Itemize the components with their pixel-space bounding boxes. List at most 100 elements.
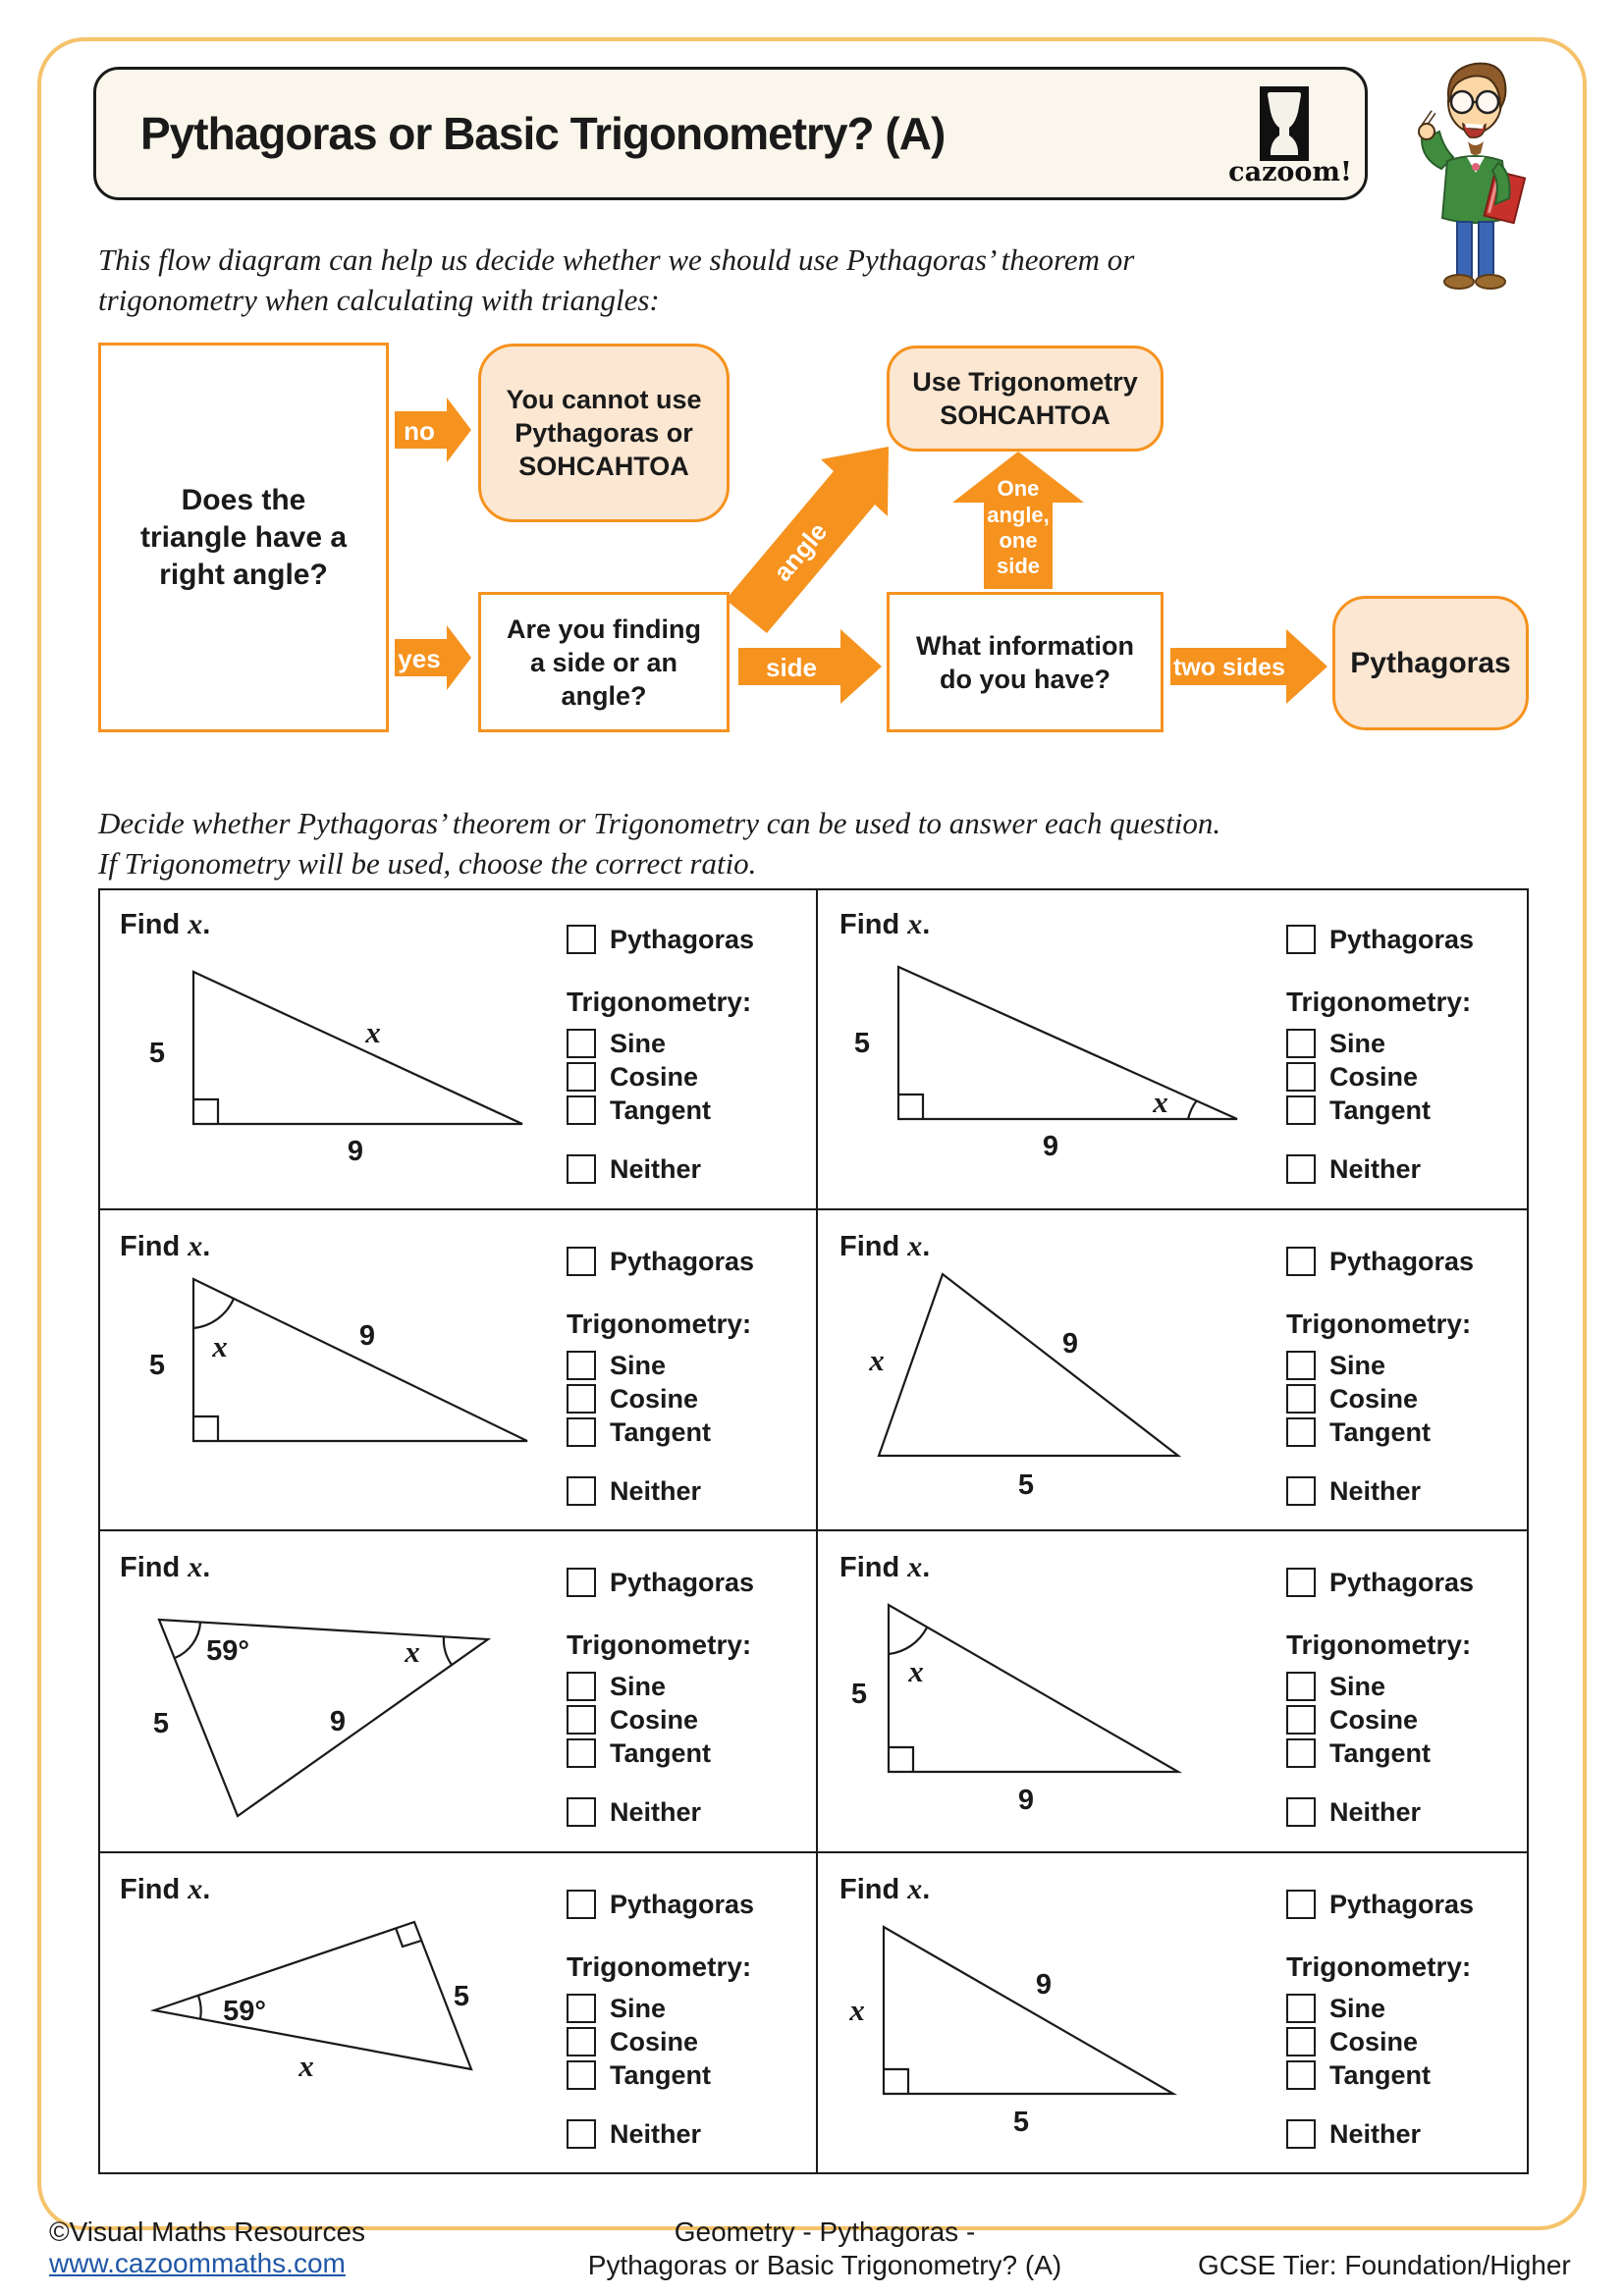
cosine-checkbox[interactable]: [567, 1705, 596, 1735]
option-cosine: Cosine: [1286, 2027, 1542, 2056]
flow-box-use-trigonometry: Use Trigonometry SOHCAHTOA: [887, 346, 1164, 452]
footer-link-wrap: www.cazoommaths.com: [49, 2248, 346, 2279]
question-grid: [98, 888, 1529, 2174]
pythagoras-checkbox[interactable]: [1286, 925, 1316, 954]
one-angle-line1: One: [998, 476, 1040, 501]
sine-checkbox[interactable]: [567, 1994, 596, 2023]
trigonometry-header: Trigonometry:: [1286, 1951, 1472, 1982]
cosine-checkbox[interactable]: [1286, 1062, 1316, 1092]
sine-checkbox[interactable]: [1286, 1029, 1316, 1058]
option-pythagoras: Pythagoras: [1286, 925, 1542, 954]
option-cosine: Cosine: [567, 2027, 822, 2056]
svg-text:9: 9: [1036, 1969, 1052, 2001]
angle-arrow: [726, 447, 889, 633]
sine-checkbox[interactable]: [567, 1029, 596, 1058]
title-box: Pythagoras or Basic Trigonometry? (A): [93, 67, 1368, 200]
side-arrow-label: side: [766, 653, 817, 682]
cosine-checkbox[interactable]: [1286, 1384, 1316, 1414]
svg-text:x: x: [1152, 1085, 1168, 1119]
pythagoras-checkbox[interactable]: [1286, 1890, 1316, 1919]
svg-text:x: x: [868, 1343, 885, 1377]
svg-text:9: 9: [1062, 1328, 1078, 1360]
q8-options: Pythagoras Trigonometry: Sine Cosine Tan…: [1286, 1890, 1542, 2154]
q4-find-label: Find x.: [839, 1230, 931, 1262]
angle-arc: [192, 1298, 236, 1330]
pythagoras-checkbox[interactable]: [1286, 1568, 1316, 1597]
neither-checkbox[interactable]: [567, 1154, 596, 1184]
cazoommaths-link[interactable]: www.cazoommaths.com: [49, 2248, 346, 2278]
q7-triangle: 59° 5 x: [149, 1920, 473, 2083]
cosine-checkbox[interactable]: [1286, 1705, 1316, 1735]
right-angle-marker: [898, 1093, 925, 1119]
tangent-checkbox[interactable]: [567, 2060, 596, 2090]
grid-divider-row1: [98, 1208, 1529, 1210]
option-cosine: Cosine: [567, 1384, 822, 1414]
tangent-checkbox[interactable]: [567, 1417, 596, 1447]
neither-checkbox[interactable]: [1286, 1154, 1316, 1184]
tangent-checkbox[interactable]: [1286, 1417, 1316, 1447]
sine-checkbox[interactable]: [1286, 1994, 1316, 2023]
trigonometry-header: Trigonometry:: [1286, 987, 1472, 1017]
q5-find-label: Find x.: [120, 1551, 211, 1583]
tangent-checkbox[interactable]: [1286, 1738, 1316, 1768]
sine-checkbox[interactable]: [567, 1672, 596, 1701]
q1-triangle: 5 x 9: [149, 970, 523, 1167]
cosine-checkbox[interactable]: [567, 2027, 596, 2056]
grid-divider-row3: [98, 1851, 1529, 1853]
q3-find-label: Find x.: [120, 1230, 211, 1262]
option-pythagoras: Pythagoras: [567, 925, 822, 954]
neither-checkbox[interactable]: [1286, 2119, 1316, 2149]
tangent-checkbox[interactable]: [567, 1738, 596, 1768]
option-tangent: Tangent: [1286, 1417, 1542, 1447]
pythagoras-checkbox[interactable]: [567, 925, 596, 954]
neither-checkbox[interactable]: [1286, 1476, 1316, 1506]
svg-text:5: 5: [149, 1350, 165, 1381]
page-title: Pythagoras or Basic Trigonometry? (A): [140, 108, 946, 159]
cazoom-logo-text: cazoom!: [1228, 157, 1352, 187]
tangent-checkbox[interactable]: [567, 1095, 596, 1125]
footer-center-line2: Pythagoras or Basic Trigonometry? (A): [587, 2250, 1062, 2280]
q3-triangle: x 9 5: [149, 1277, 528, 1443]
q4-triangle: x 9 5: [868, 1272, 1182, 1501]
pythagoras-checkbox[interactable]: [567, 1568, 596, 1597]
q6-options: Pythagoras Trigonometry: Sine Cosine Tan…: [1286, 1568, 1542, 1832]
option-cosine: Cosine: [1286, 1384, 1542, 1414]
option-tangent: Tangent: [567, 2060, 822, 2090]
svg-text:x: x: [364, 1015, 381, 1049]
pythagoras-checkbox[interactable]: [1286, 1247, 1316, 1276]
sine-checkbox[interactable]: [567, 1351, 596, 1380]
yes-arrow: [395, 625, 471, 690]
cosine-checkbox[interactable]: [567, 1062, 596, 1092]
tangent-checkbox[interactable]: [1286, 2060, 1316, 2090]
intro-line-2: trigonometry when calculating with trian…: [98, 283, 660, 317]
pythagoras-checkbox[interactable]: [567, 1247, 596, 1276]
flow-box-pythagoras: Pythagoras: [1332, 596, 1529, 730]
option-pythagoras: Pythagoras: [1286, 1247, 1542, 1276]
trigonometry-header: Trigonometry:: [567, 1629, 752, 1660]
neither-checkbox[interactable]: [1286, 1797, 1316, 1827]
option-sine: Sine: [567, 1351, 822, 1380]
svg-text:9: 9: [348, 1136, 363, 1167]
right-angle-marker: [884, 2067, 910, 2094]
option-tangent: Tangent: [567, 1738, 822, 1768]
cosine-checkbox[interactable]: [1286, 2027, 1316, 2056]
svg-text:9: 9: [1043, 1131, 1058, 1162]
q7-find-label: Find x.: [120, 1873, 211, 1905]
cosine-checkbox[interactable]: [567, 1384, 596, 1414]
sine-checkbox[interactable]: [1286, 1672, 1316, 1701]
option-sine: Sine: [1286, 1672, 1542, 1701]
angle-arc: [174, 1622, 202, 1660]
svg-text:5: 5: [854, 1028, 870, 1059]
grid-divider-row2: [98, 1529, 1529, 1531]
tangent-checkbox[interactable]: [1286, 1095, 1316, 1125]
sine-checkbox[interactable]: [1286, 1351, 1316, 1380]
neither-checkbox[interactable]: [567, 2119, 596, 2149]
trigonometry-header: Trigonometry:: [1286, 1629, 1472, 1660]
pythagoras-checkbox[interactable]: [567, 1890, 596, 1919]
option-tangent: Tangent: [1286, 1738, 1542, 1768]
option-tangent: Tangent: [1286, 1095, 1542, 1125]
neither-checkbox[interactable]: [567, 1797, 596, 1827]
flow-box-what-information: What information do you have?: [887, 592, 1164, 732]
neither-checkbox[interactable]: [567, 1476, 596, 1506]
right-angle-marker: [193, 1097, 220, 1124]
